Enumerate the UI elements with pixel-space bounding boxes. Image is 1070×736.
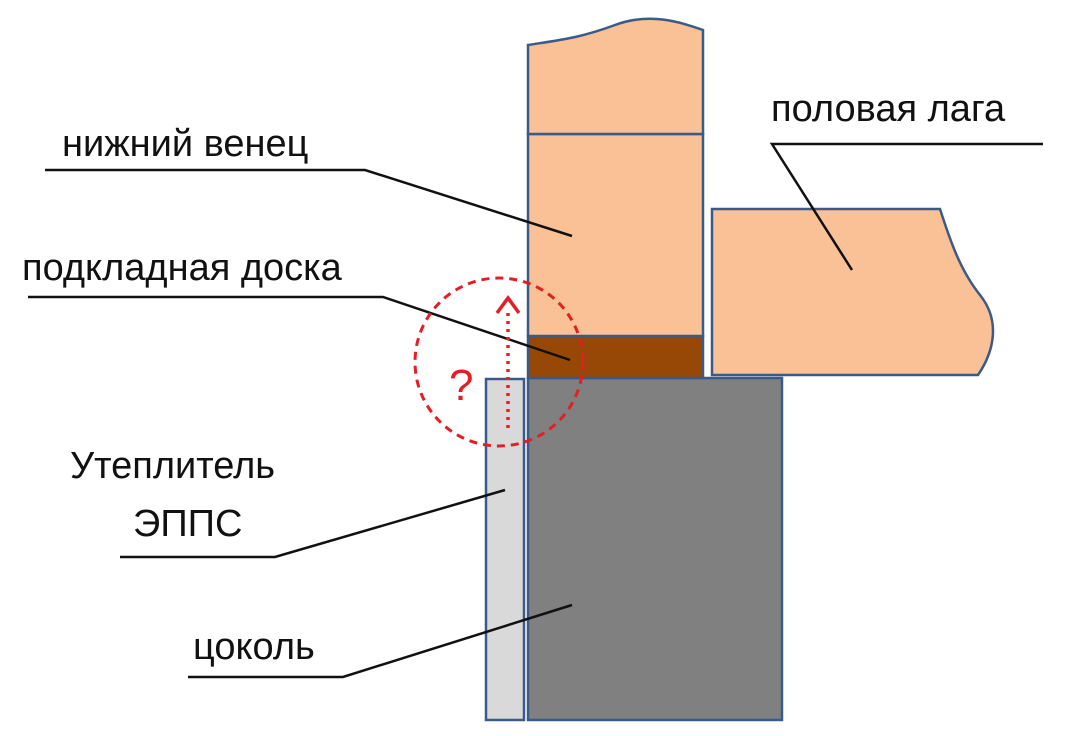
problem-zone-circle (413, 276, 585, 448)
insulation-panel (484, 377, 526, 722)
label-underlay-board: подкладная доска (22, 247, 342, 289)
label-insulation-line2: ЭППС (133, 503, 243, 545)
label-insulation-line1: Утеплитель (70, 445, 276, 487)
question-mark: ? (449, 361, 473, 410)
moisture-arrow-head (495, 295, 521, 315)
upper-timber-block (526, 17, 705, 136)
plinth-block (526, 376, 784, 722)
label-lower-crown: нижний венец (62, 123, 309, 165)
leader-underlay-board (28, 295, 571, 362)
label-floor-joist: половая лага (771, 88, 1006, 130)
leader-plinth (188, 603, 573, 679)
leader-floor-joist (769, 142, 1043, 271)
label-plinth: цоколь (193, 626, 315, 668)
underlay-board-block (526, 334, 705, 380)
floor-joist-block (710, 207, 995, 377)
leader-insulation (120, 488, 506, 559)
leader-lower-crown (45, 168, 573, 238)
lower-crown-block (526, 132, 705, 338)
